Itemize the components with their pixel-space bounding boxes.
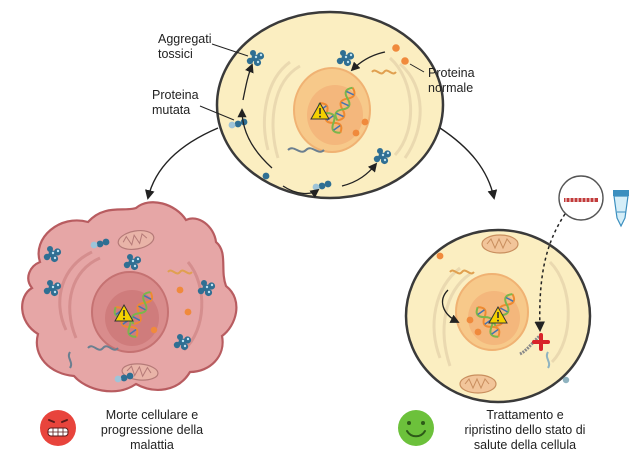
mutant-protein-dot (262, 172, 270, 180)
diseased-cell (21, 201, 238, 393)
label-toxic-aggregates: Aggregati tossici (158, 32, 212, 62)
label-line: tossici (158, 47, 193, 61)
mitochondrion (459, 374, 497, 394)
top-cell (215, 10, 445, 200)
label-line: mutata (152, 103, 191, 117)
label-leader-lines (199, 43, 425, 121)
arrow-to-treated-cell (439, 127, 498, 200)
normal-protein-dot (352, 129, 360, 137)
label-line: salute della cellula (473, 438, 577, 452)
normal-protein-dot (466, 316, 474, 324)
treated-cell-er (432, 260, 570, 367)
top-cell-pathway-arrows (237, 51, 386, 199)
label-healthy-outcome: Trattamento e ripristino dello stato di … (440, 408, 610, 453)
mitochondrion (117, 230, 155, 250)
mitochondrion (481, 234, 519, 254)
label-line: progressione della (100, 423, 204, 437)
label-line: Proteina (428, 66, 475, 80)
normal-protein-dot (176, 286, 184, 294)
blocked-mrna (545, 351, 551, 369)
normal-protein-dot (361, 118, 369, 126)
label-death-outcome: Morte cellulare e progressione della mal… (82, 408, 222, 453)
label-line: Trattamento e (486, 408, 564, 422)
normal-protein-dot (184, 308, 192, 316)
label-line: normale (428, 81, 474, 95)
drug-vial-icon (558, 175, 629, 228)
drug-delivery-arrow (534, 213, 566, 333)
treated-pathway-arrow (441, 289, 460, 323)
happy-face-icon (398, 410, 434, 446)
top-mrna-mutated (287, 147, 325, 153)
treated-cell (404, 228, 592, 404)
label-normal-protein: Proteina normale (428, 66, 475, 96)
normal-protein-dot (150, 326, 158, 334)
normal-protein-dot (401, 57, 409, 65)
label-line: ripristino dello stato di (464, 423, 586, 437)
label-mutated-protein: Proteina mutata (152, 88, 199, 118)
label-line: Aggregati (158, 32, 212, 46)
arrow-to-diseased-cell (145, 127, 219, 200)
diseased-mrna (87, 345, 119, 351)
sad-face-icon (40, 410, 76, 446)
label-line: Proteina (152, 88, 199, 102)
label-line: Morte cellulare e (105, 408, 199, 422)
red-cross-block-icon (532, 333, 550, 351)
normal-protein-dot (436, 252, 444, 260)
normal-protein-dot (474, 328, 482, 336)
label-line: malattia (130, 438, 174, 452)
diseased-mrna-fragment (67, 351, 73, 369)
diseased-cell-er (58, 250, 204, 352)
treated-mrna-normal (449, 269, 475, 275)
normal-protein-dot (392, 44, 400, 52)
diseased-mrna-normal (167, 269, 193, 275)
top-cell-er (262, 56, 422, 159)
branch-arrows (145, 127, 498, 200)
mutant-protein-dot-faded (562, 376, 570, 384)
top-mrna-normal (371, 69, 397, 75)
